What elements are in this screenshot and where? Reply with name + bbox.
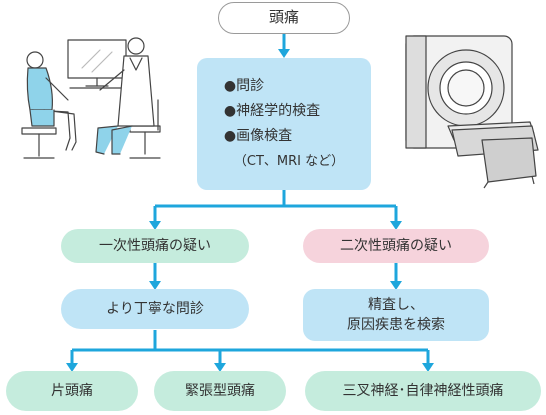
examination-box: ●問診 ●神経学的検査 ●画像検査 （CT、MRI など） [197,58,371,190]
detailed-examination-line-2: 原因疾患を検索 [347,317,445,333]
primary-suspect-label: 一次性頭痛の疑い [99,237,211,254]
primary-headache-suspect: 一次性頭痛の疑い [61,229,249,263]
arrowhead-exam [278,49,290,58]
examination-list: ●問診 ●神経学的検査 ●画像検査 （CT、MRI など） [224,74,344,174]
detailed-examination-text: 精査し、 原因疾患を検索 [347,295,445,336]
exam-item-interview: ●問診 [223,78,265,94]
migraine-node: 片頭痛 [6,371,138,411]
tension-headache-label: 緊張型頭痛 [185,382,255,399]
trigeminal-autonomic-label: 三叉神経･自律神経性頭痛 [342,382,504,399]
exam-imaging-note: （CT、MRI など） [233,154,345,169]
detailed-examination-node: 精査し、 原因疾患を検索 [303,289,489,341]
arrowhead-primary-action [149,281,161,290]
arrowhead-tac [422,363,434,372]
doctor-consultation-illustration [21,37,161,159]
start-label: 頭痛 [268,8,299,27]
tension-headache-node: 緊張型頭痛 [154,371,286,411]
detailed-examination-line-1: 精査し、 [368,296,424,313]
arrowhead-tension [214,363,226,372]
secondary-suspect-label: 二次性頭痛の疑い [340,237,452,254]
careful-interview-label: より丁寧な問診 [106,300,204,317]
arrowhead-primary [149,221,161,230]
arrowhead-migraine [66,363,78,372]
arrowhead-secondary [390,221,402,230]
careful-interview-node: より丁寧な問診 [61,289,249,329]
start-headache-node: 頭痛 [218,2,350,34]
secondary-headache-suspect: 二次性頭痛の疑い [303,229,489,263]
exam-item-neurological: ●神経学的検査 [223,103,321,119]
arrowhead-secondary-action [390,281,402,290]
exam-item-imaging: ●画像検査 [223,128,293,144]
mri-scanner-illustration [405,35,539,189]
trigeminal-autonomic-node: 三叉神経･自律神経性頭痛 [305,371,541,411]
migraine-label: 片頭痛 [51,382,93,399]
